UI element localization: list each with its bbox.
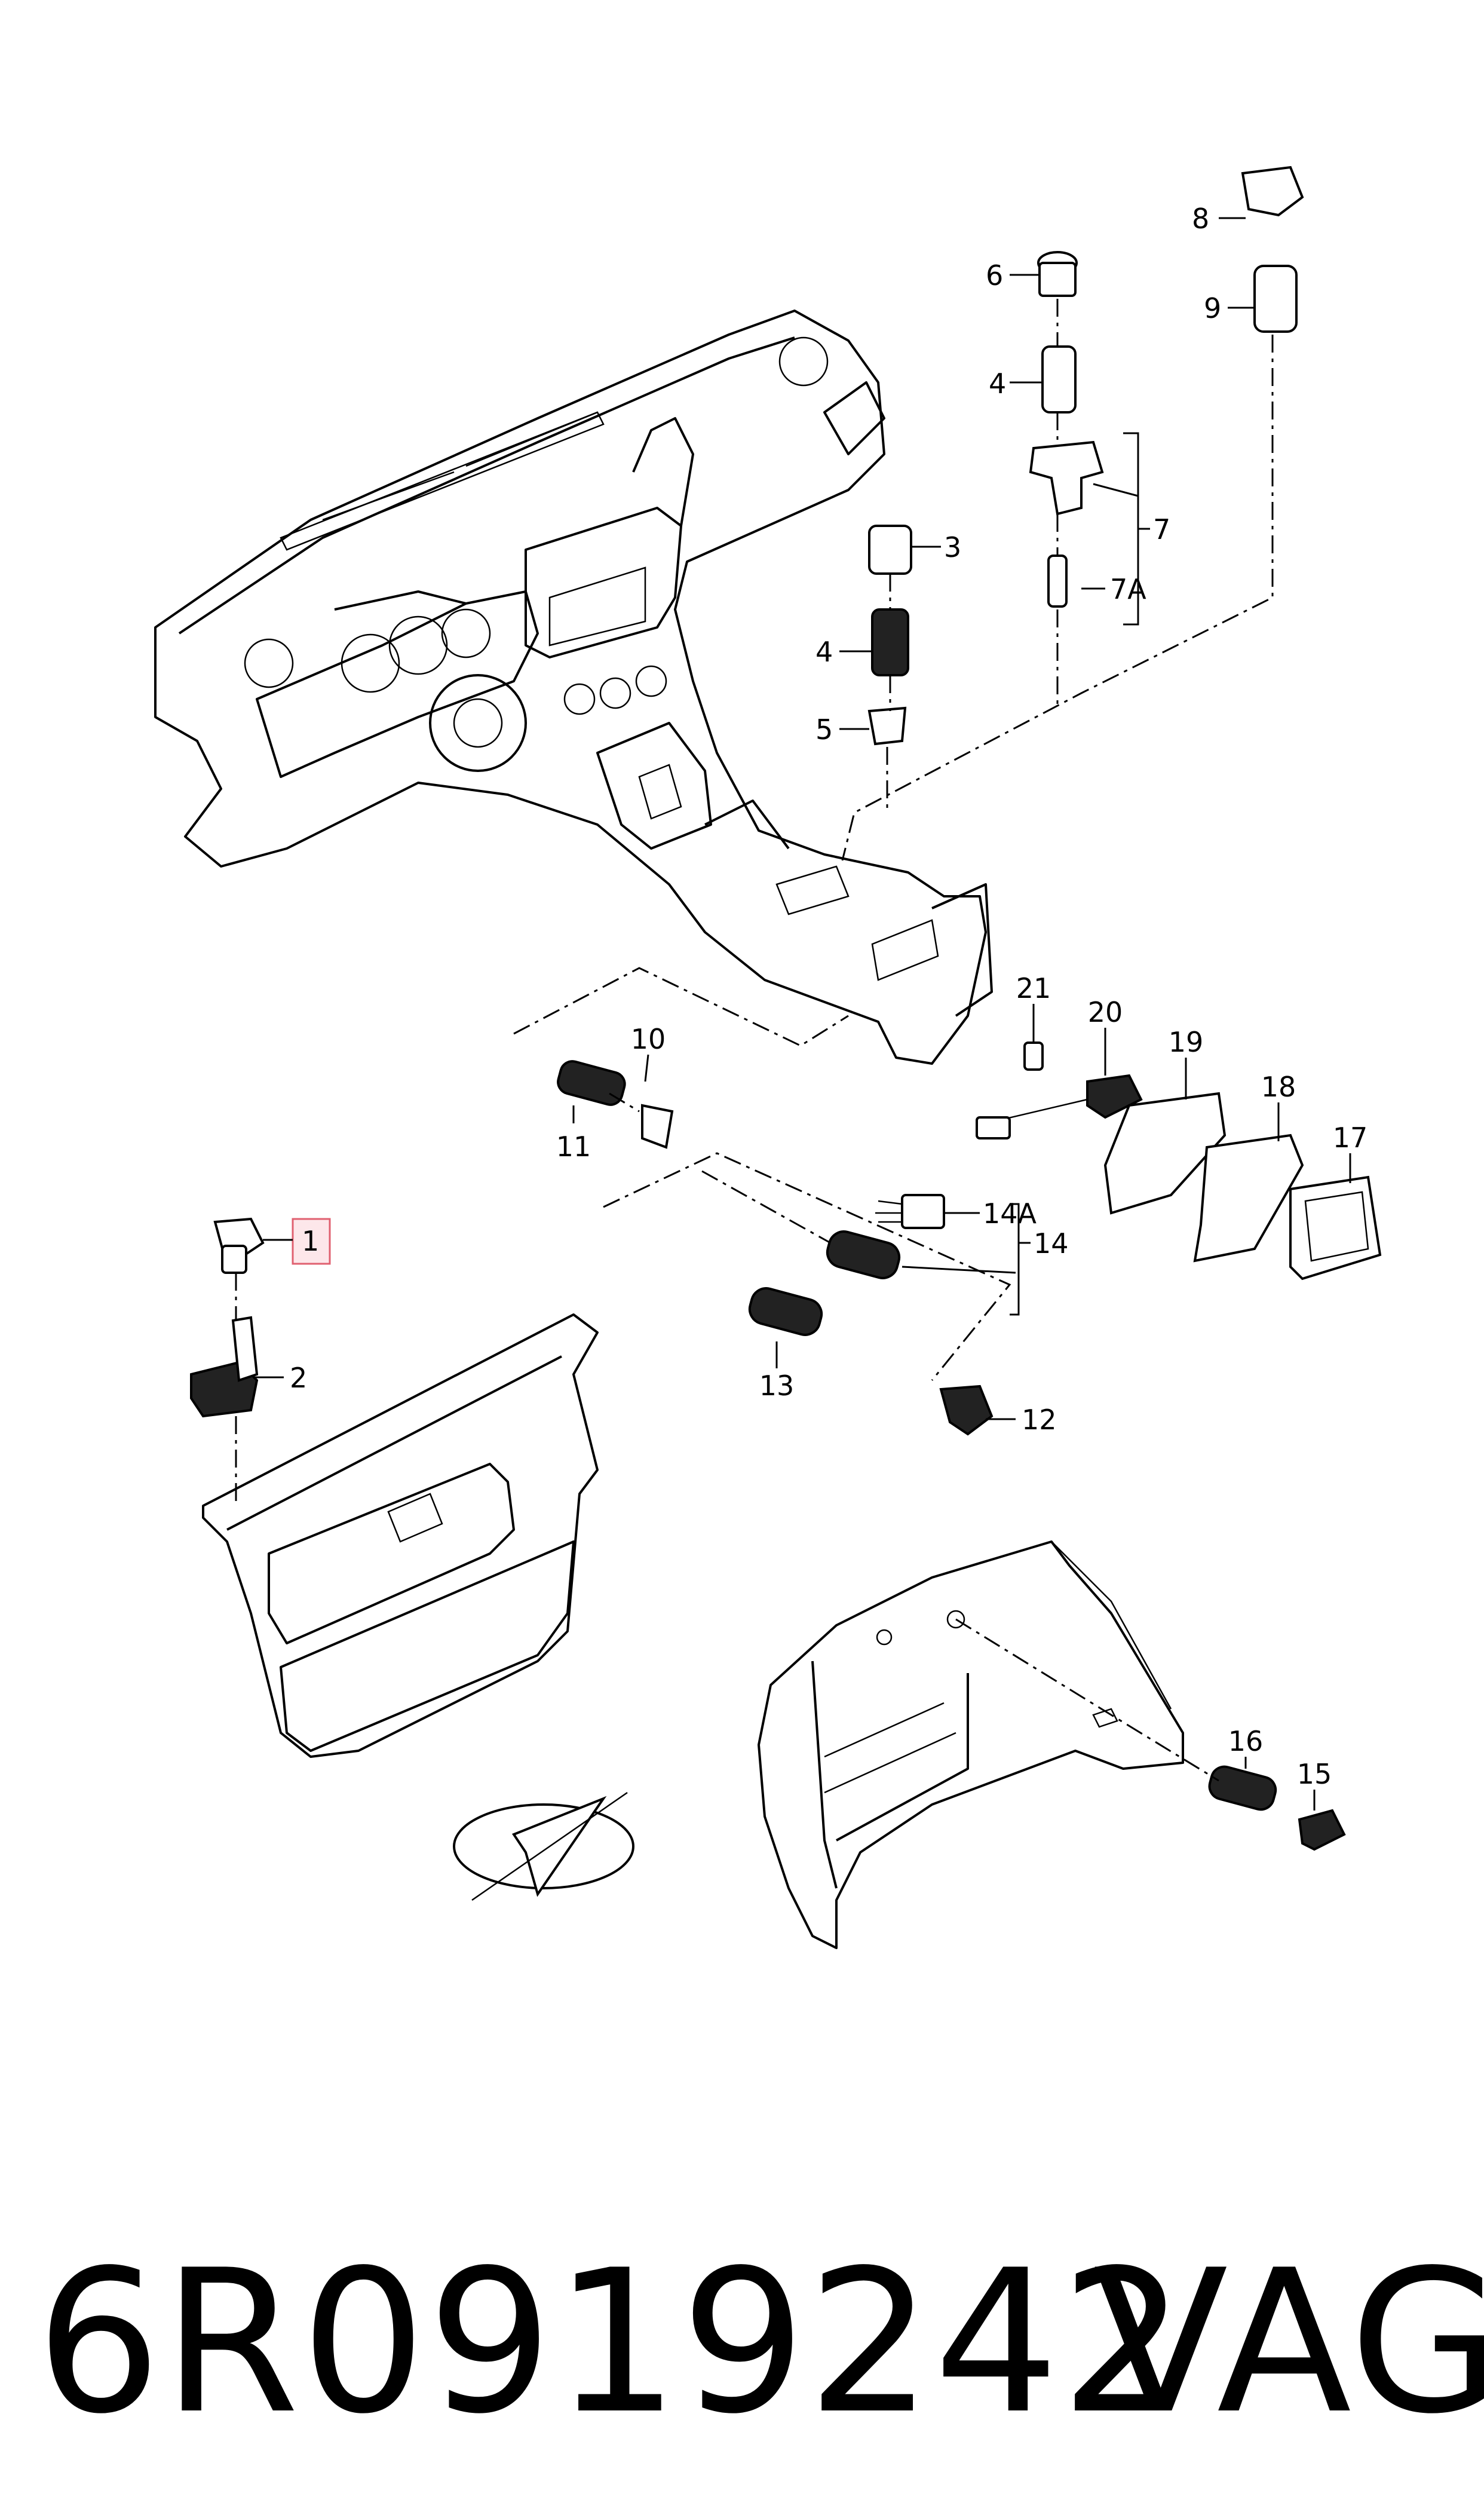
- callout-12: 12: [1022, 1404, 1057, 1436]
- callout-21: 21: [1016, 972, 1051, 1004]
- quarter-panel-illustration: [758, 1540, 1184, 1949]
- callout-10: 10: [631, 1023, 666, 1055]
- callout-14a: 14A: [983, 1197, 1037, 1230]
- callout-7: 7: [1153, 513, 1170, 546]
- callout-13: 13: [759, 1370, 795, 1402]
- callout-19: 19: [1169, 1026, 1204, 1058]
- callout-1-highlight: [292, 1218, 331, 1265]
- brand-name: VAG: [1093, 2228, 1484, 2457]
- parts-group-quarter: [955, 1618, 1346, 1851]
- parts-group-sockets-upper: [867, 166, 1304, 746]
- connector-lines-upper: [839, 217, 1274, 861]
- callout-17: 17: [1333, 1122, 1368, 1154]
- orientation-arrow-icon: [453, 1791, 634, 1901]
- callout-5: 5: [815, 713, 833, 746]
- callout-9: 9: [1204, 292, 1221, 324]
- callout-7a: 7A: [1110, 573, 1146, 605]
- callout-1: 1: [302, 1225, 319, 1257]
- callout-16: 16: [1228, 1725, 1264, 1757]
- callout-4-mid: 4: [815, 636, 833, 668]
- connector-lines-middle: [513, 967, 1351, 1420]
- callout-20: 20: [1088, 996, 1123, 1028]
- callout-2: 2: [290, 1362, 307, 1394]
- callout-18: 18: [1261, 1071, 1296, 1103]
- callout-15: 15: [1297, 1758, 1332, 1790]
- parts-group-middle: [557, 1041, 1382, 1436]
- callout-8: 8: [1192, 203, 1209, 235]
- callout-11: 11: [556, 1131, 591, 1163]
- door-panel-illustration: [190, 1217, 599, 1758]
- dashboard-illustration: [154, 310, 993, 1065]
- part-number: 6R0919242: [36, 2228, 1187, 2457]
- callout-4-top: 4: [989, 367, 1006, 400]
- callout-14: 14: [1034, 1227, 1069, 1260]
- footer-caption: 6R0919242 VAG: [0, 2223, 1484, 2462]
- callout-6: 6: [986, 259, 1003, 292]
- callout-labels: 1 2 3 4 4 5 6 7 7A 8 9 10 11 12 13 14 14…: [290, 203, 1368, 1790]
- callout-3: 3: [944, 531, 961, 563]
